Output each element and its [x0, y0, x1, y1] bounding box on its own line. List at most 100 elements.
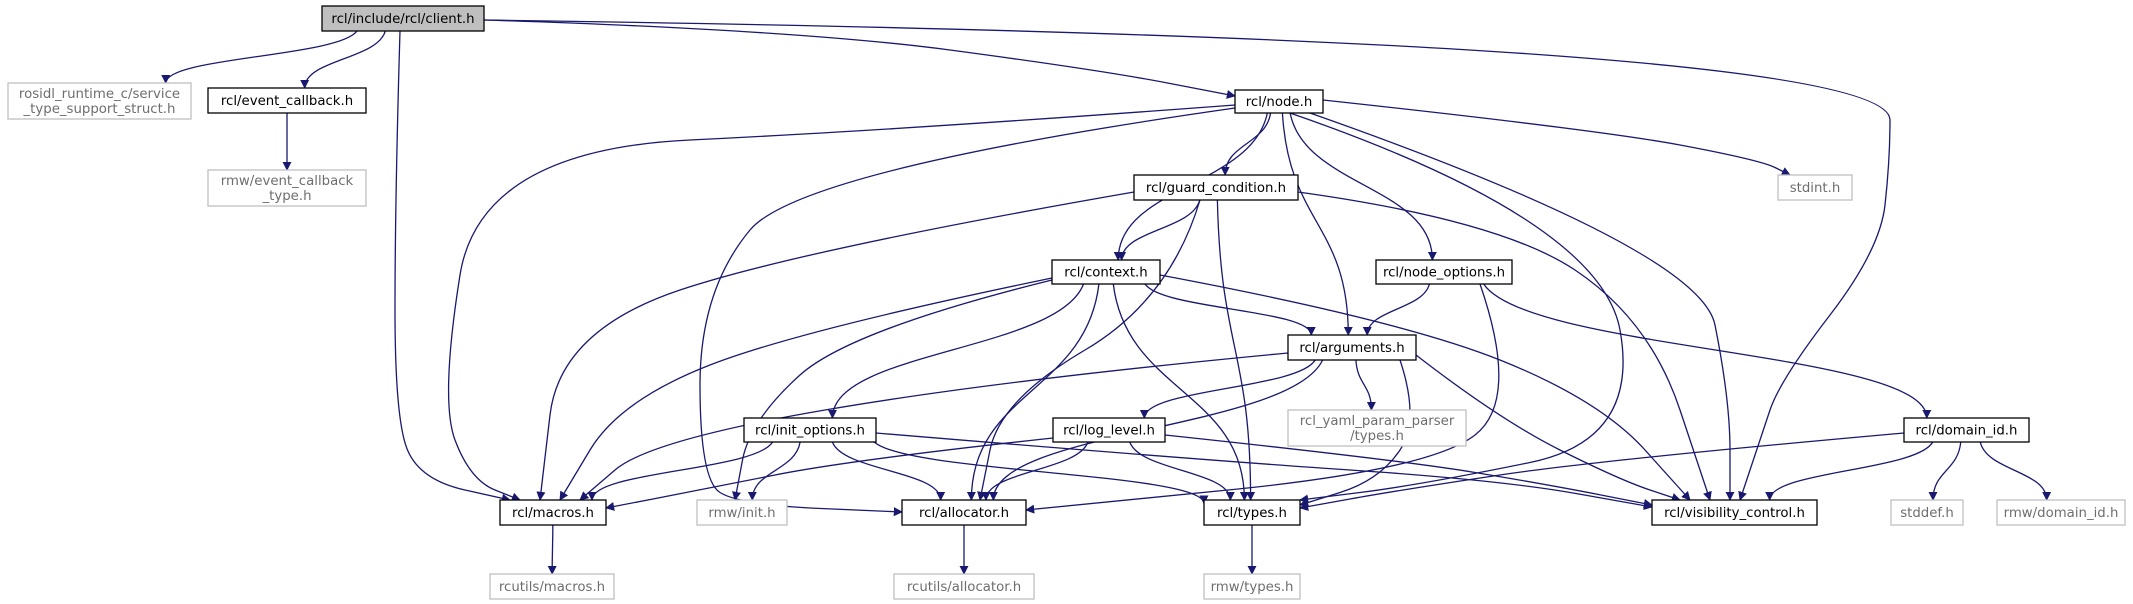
edge-node-to-node_options: [1289, 112, 1437, 261]
node-allocator[interactable]: rcl/allocator.h: [901, 499, 1027, 526]
node-label: rosidl_runtime_c/service: [19, 87, 180, 102]
node-label: rmw/event_callback: [221, 174, 354, 189]
edge-context-to-allocator: [966, 283, 1100, 501]
node-label: rcl/node_options.h: [1383, 266, 1505, 281]
node-box: [1052, 417, 1166, 443]
edge-node_options-to-allocator: [1025, 283, 1500, 514]
edge-domain_id-to-types: [1299, 432, 1905, 512]
node-box: [1287, 409, 1467, 447]
node-label: rmw/types.h: [1211, 580, 1294, 595]
node-rcutils-alloc: rcutils/allocator.h: [893, 573, 1035, 600]
node-macros[interactable]: rcl/macros.h: [499, 499, 607, 526]
edge-arguments-to-types: [1299, 359, 1411, 507]
node-box: [1203, 499, 1301, 526]
edge-node-to-stdint: [1322, 99, 1791, 176]
node-label: rcl/macros.h: [512, 506, 594, 521]
node-event-cb[interactable]: rcl/event_callback.h: [207, 87, 367, 114]
edge-context-to-macros: [559, 277, 1053, 501]
node-label: rcl/include/rcl/client.h: [331, 12, 474, 27]
node-label: rcutils/macros.h: [499, 580, 605, 595]
edge-client-to-event_cb: [300, 30, 386, 89]
node-box: [1051, 259, 1161, 285]
node-rcutils-macros: rcutils/macros.h: [489, 573, 615, 600]
edge-context-to-types: [1112, 283, 1249, 501]
edge-guard-to-allocator: [977, 199, 1201, 501]
node-visibility[interactable]: rcl/visibility_control.h: [1651, 499, 1818, 526]
edge-arguments-to-visibility: [1415, 354, 1681, 502]
node-guard[interactable]: rcl/guard_condition.h: [1133, 174, 1299, 201]
node-box: [207, 169, 367, 207]
edge-node-to-types: [1289, 112, 1624, 504]
edge-guard-to-visibility: [1297, 191, 1712, 501]
node-box: [1375, 259, 1513, 285]
node-box: [1903, 417, 2030, 443]
edge-client-to-macros: [394, 30, 511, 503]
node-label: rmw/domain_id.h: [2004, 506, 2119, 521]
edge-init_options-to-rmw_init: [747, 441, 801, 501]
node-label: rcl/arguments.h: [1299, 341, 1404, 356]
node-arguments[interactable]: rcl/arguments.h: [1287, 334, 1417, 361]
node-init-options[interactable]: rcl/init_options.h: [743, 417, 877, 443]
node-box: [207, 87, 367, 114]
edge-guard-to-types: [1216, 199, 1256, 501]
node-box: [1996, 499, 2126, 526]
node-box: [893, 573, 1035, 600]
node-box: [1234, 89, 1324, 114]
edge-node_options-to-domain_id: [1483, 283, 1932, 419]
node-label: rcl/context.h: [1064, 266, 1147, 281]
node-box: [499, 499, 607, 526]
node-box: [1890, 499, 1964, 526]
node-label: stddef.h: [1900, 506, 1954, 521]
node-label: rcl/visibility_control.h: [1664, 506, 1805, 521]
node-label: _type_support_struct.h: [23, 102, 176, 117]
edge-node-to-macros: [447, 104, 1236, 502]
node-box: [321, 5, 485, 32]
node-rosidl: rosidl_runtime_c/service_type_support_st…: [7, 82, 192, 120]
node-box: [1777, 174, 1853, 201]
node-yaml: rcl_yaml_param_parser/types.h: [1287, 409, 1467, 447]
node-rmw-event: rmw/event_callback_type.h: [207, 169, 367, 207]
node-log-level[interactable]: rcl/log_level.h: [1052, 417, 1166, 443]
edge-domain_id-to-rmw_domain: [1979, 441, 2052, 501]
edge-client-to-rosidl: [161, 30, 358, 84]
edge-init_options-to-types: [873, 441, 1209, 505]
edge-domain_id-to-stddef: [1928, 441, 1962, 501]
node-label: rcl/log_level.h: [1063, 424, 1155, 439]
node-node-options[interactable]: rcl/node_options.h: [1375, 259, 1513, 285]
edge-context-to-init_options: [827, 283, 1085, 419]
edge-init_options-to-allocator: [831, 441, 946, 501]
edge-client-to-node: [483, 19, 1236, 99]
edge-arguments-to-log_level: [1139, 359, 1316, 419]
node-label: rcl/guard_condition.h: [1146, 181, 1286, 196]
edge-log_level-to-macros: [605, 437, 1054, 511]
edge-init_options-to-visibility: [875, 432, 1653, 511]
node-domain-id[interactable]: rcl/domain_id.h: [1903, 417, 2030, 443]
edge-node-to-guard: [1220, 112, 1272, 176]
edge-context-to-visibility: [1159, 274, 1691, 501]
edge-guard-to-context: [1117, 199, 1201, 261]
node-label: rcl/event_callback.h: [221, 94, 353, 109]
node-label: rmw/init.h: [708, 506, 775, 521]
node-box: [489, 573, 615, 600]
edge-client-to-visibility: [483, 19, 1891, 501]
node-node[interactable]: rcl/node.h: [1234, 89, 1324, 114]
node-stdint: stdint.h: [1777, 174, 1853, 201]
node-rmw-init: rmw/init.h: [696, 499, 788, 526]
node-client[interactable]: rcl/include/rcl/client.h: [321, 5, 485, 32]
node-box: [7, 82, 192, 120]
node-box: [1133, 174, 1299, 201]
node-label: rcl/types.h: [1217, 506, 1287, 521]
edge-log_level-to-allocator: [981, 441, 1089, 501]
node-label: _type.h: [261, 189, 311, 204]
node-box: [743, 417, 877, 443]
edge-macros-to-rcutils_macros: [547, 524, 557, 575]
node-types[interactable]: rcl/types.h: [1203, 499, 1301, 526]
node-box: [1287, 334, 1417, 361]
edge-node_options-to-arguments: [1362, 283, 1431, 336]
nodes-layer: rcl/include/rcl/client.h rosidl_runtime_c…: [7, 5, 2126, 600]
node-label: rcl/domain_id.h: [1916, 424, 2018, 439]
node-rmw-domain: rmw/domain_id.h: [1996, 499, 2126, 526]
node-context[interactable]: rcl/context.h: [1051, 259, 1161, 285]
edges-layer: [161, 19, 2052, 575]
